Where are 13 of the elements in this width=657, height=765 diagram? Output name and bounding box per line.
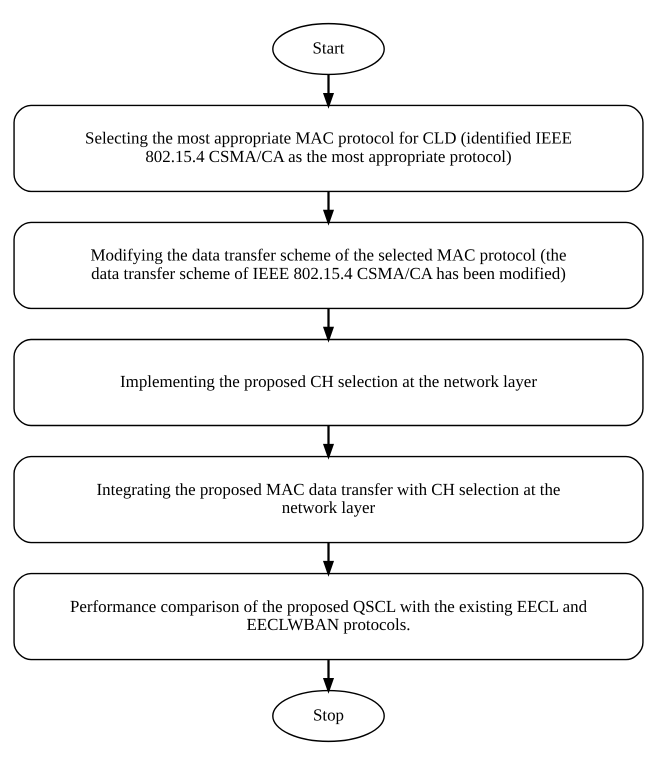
arrow: [322, 74, 334, 109]
node-box: Selecting the most appropriate MAC protocol for CLD (identified IEEE 802.15.4 CSMA/CA as the most appropriate protocol): [13, 104, 644, 192]
node-ellipse: Start: [272, 22, 385, 76]
node-ellipse: Stop: [272, 690, 385, 742]
node-box: Performance comparison of the proposed QSCL with the existing EECL and EECLWBAN protocols.: [13, 572, 644, 660]
arrow: [322, 426, 334, 460]
arrow: [322, 660, 334, 694]
arrow: [322, 542, 334, 577]
arrow: [322, 192, 334, 226]
node-box: Integrating the proposed MAC data transfer with CH selection at the network layer: [13, 456, 644, 544]
node-box: Modifying the data transfer scheme of the selected MAC protocol (the data transfer scheme of IEEE 802.15.4 CSMA/CA has been modified): [13, 222, 644, 310]
arrow: [322, 308, 334, 343]
node-box: Implementing the proposed CH selection at the network layer: [13, 338, 644, 426]
